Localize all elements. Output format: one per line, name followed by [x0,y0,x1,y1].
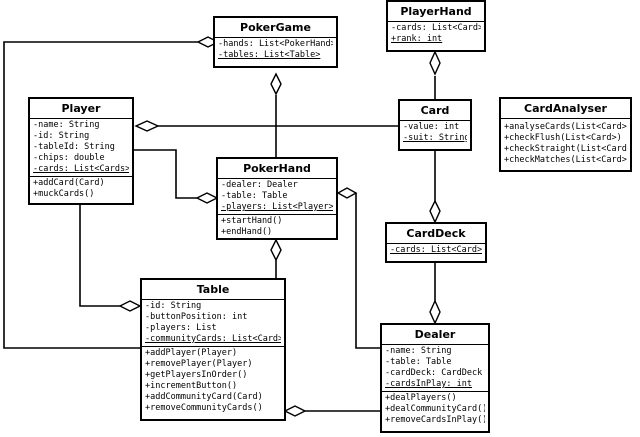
class-attributes: -cards: List<Card> [387,244,485,257]
diamond-table-left [118,300,142,312]
operation: +removeCommunityCards() [145,403,263,413]
diamond-pokerhand-right [336,187,358,199]
operation: +removeCardsInPlay() [385,415,485,425]
class-cardanalyser: CardAnalyser +analyseCards(List<Card>) +… [499,97,632,172]
diamond-pokergame-bottom [270,72,282,96]
attribute: -cards: List<Card> [390,245,482,255]
class-title: Dealer [382,325,488,345]
class-title: Player [30,99,132,119]
class-pokergame: PokerGame -hands: List<PokerHand> -table… [213,16,338,68]
class-title: PokerGame [215,18,336,38]
class-operations: +addPlayer(Player) +removePlayer(Player)… [142,346,284,415]
class-title: CardDeck [387,224,485,244]
class-title: CardAnalyser [501,99,630,119]
diamond-card-bottom [429,199,441,224]
link-player-table [79,205,120,307]
class-attributes: -name: String -id: String -tableId: Stri… [30,119,132,176]
class-operations: +analyseCards(List<Card>) +checkFlush(Li… [501,119,630,167]
attribute: -cards: List<Card> [391,23,481,33]
attribute: -buttonPosition: int [145,312,248,322]
link-player-pokerhand [134,149,197,199]
class-title: PokerHand [218,159,336,179]
diamond-playerhand-bottom [429,50,441,76]
attribute: -chips: double [33,153,105,163]
class-pokerhand: PokerHand -dealer: Dealer -table: Table … [216,157,338,240]
attribute: -name: String [385,346,452,356]
class-operations: +dealPlayers() +dealCommunityCard() +rem… [382,391,488,427]
attribute: -value: int [403,122,460,132]
operation: +startHand() [221,216,283,226]
attribute: -suit: String [403,133,467,143]
operation: +endHand() [221,227,273,237]
attribute: -tables: List<Table> [218,50,321,60]
operation: +analyseCards(List<Card>) [504,122,627,132]
diamond-player-right [134,120,160,132]
operation: +checkFlush(List<Card>) [504,133,622,143]
class-title: Card [400,101,470,121]
diamond-table-right [283,405,307,417]
link-pokerhand-dealer [355,193,380,349]
link-pokergame-table [3,41,198,349]
class-table: Table -id: String -buttonPosition: int -… [140,278,286,421]
class-playerhand: PlayerHand -cards: List<Card> +rank: int [386,0,486,52]
attribute: -communityCards: List<Card> [145,334,281,344]
operation: +incrementButton() [145,381,238,391]
attribute: +rank: int [391,34,443,44]
attribute: -cardDeck: CardDeck [385,368,483,378]
operation: +getPlayersInOrder() [145,370,248,380]
operation: +muckCards() [33,189,95,199]
class-carddeck: CardDeck -cards: List<Card> [385,222,487,263]
class-operations: +addCard(Card) +muckCards() [30,176,132,201]
class-player: Player -name: String -id: String -tableI… [28,97,134,205]
attribute: -id: String [145,301,202,311]
diamond-dealer-top [429,299,441,325]
operation: +dealPlayers() [385,393,457,403]
operation: +addCommunityCard(Card) [145,392,263,402]
attribute: -table: Table [385,357,452,367]
operation: +addCard(Card) [33,178,105,188]
class-attributes: -id: String -buttonPosition: int -player… [142,300,284,346]
diamond-pokerhand-bottom [270,238,282,262]
operation: +checkMatches(List<Card>) [504,155,627,165]
attribute: -cards: List<Cards> [33,164,129,174]
attribute: -name: String [33,120,100,130]
operation: +dealCommunityCard() [385,404,485,414]
class-attributes: -name: String -table: Table -cardDeck: C… [382,345,488,391]
class-title: PlayerHand [388,2,484,22]
attribute: -dealer: Dealer [221,180,298,190]
attribute: -table: Table [221,191,288,201]
class-attributes: -dealer: Dealer -table: Table -players: … [218,179,336,214]
diamond-pokerhand-left [195,192,219,204]
attribute: -tableId: String [33,142,115,152]
class-dealer: Dealer -name: String -table: Table -card… [380,323,490,433]
operation: +removePlayer(Player) [145,359,253,369]
attribute: -hands: List<PokerHand> [218,39,333,49]
operation: +addPlayer(Player) [145,348,238,358]
attribute: -players: List [145,323,217,333]
class-operations: +startHand() +endHand() [218,214,336,239]
class-attributes: -hands: List<PokerHand> -tables: List<Ta… [215,38,336,62]
attribute: -cardsInPlay: int [385,379,472,389]
operation: +checkStraight(List<Card>) [504,144,627,154]
class-card: Card -value: int -suit: String [398,99,472,151]
class-attributes: -cards: List<Card> +rank: int [388,22,484,46]
class-title: Table [142,280,284,300]
attribute: -id: String [33,131,90,141]
class-attributes: -value: int -suit: String [400,121,470,145]
attribute: -players: List<Player> [221,202,333,212]
